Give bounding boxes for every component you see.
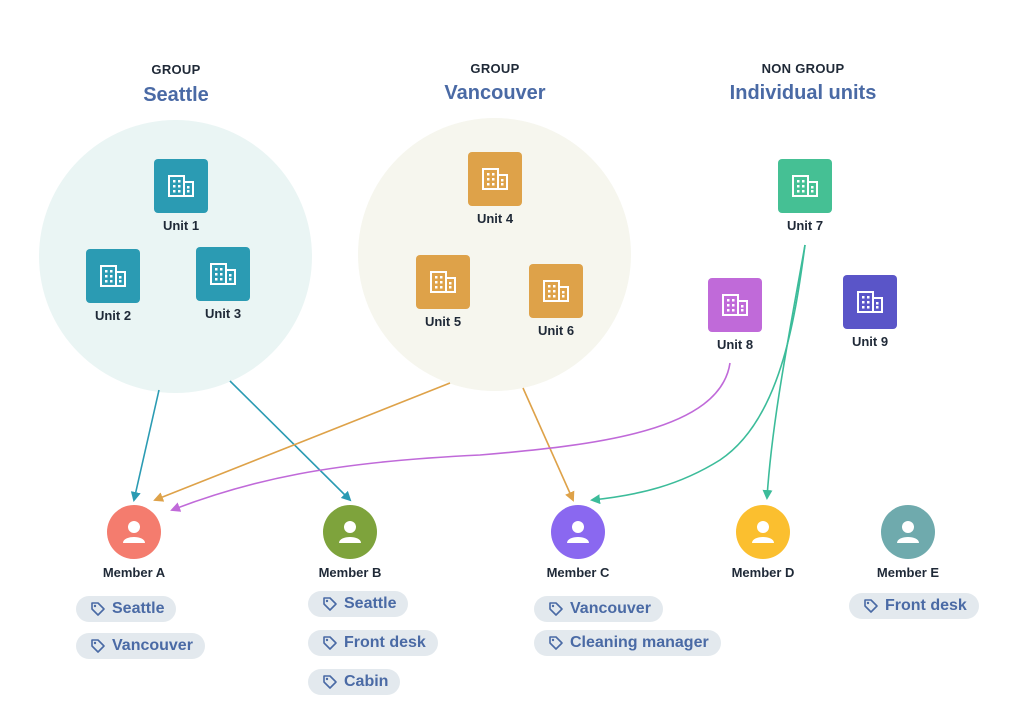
member-e-label: Member E: [876, 565, 940, 580]
tag-label: Vancouver: [112, 637, 193, 654]
member-c-label: Member C: [546, 565, 610, 580]
member-c-avatar[interactable]: [551, 505, 605, 559]
seattle-group-kicker: GROUP: [151, 62, 201, 77]
person-icon: [897, 521, 919, 543]
building-icon: [430, 271, 456, 293]
member-b-tag-cabin[interactable]: Cabin: [308, 669, 401, 695]
unit-6-label: Unit 6: [537, 323, 575, 338]
tag-icon: [864, 599, 878, 613]
member-d-avatar[interactable]: [736, 505, 790, 559]
link-seattle-member-a: [130, 389, 160, 502]
tag-label: Seattle: [344, 595, 397, 612]
unit-4-label: Unit 4: [476, 211, 514, 226]
building-icon: [722, 294, 748, 316]
member-a-label: Member A: [102, 565, 166, 580]
unit-4-icon[interactable]: [468, 152, 522, 206]
vancouver-group-kicker: GROUP: [470, 61, 520, 76]
tag-icon: [323, 636, 337, 650]
tag-label: Cleaning manager: [570, 634, 709, 651]
unit-9-label: Unit 9: [851, 334, 889, 349]
member-c-tag-cleaning-manager[interactable]: Cleaning manager: [534, 630, 721, 656]
person-icon: [339, 521, 361, 543]
unit-9-icon[interactable]: [843, 275, 897, 329]
member-e-tag-front-desk[interactable]: Front desk: [849, 593, 979, 619]
person-icon: [752, 521, 774, 543]
tag-icon: [549, 602, 563, 616]
tag-icon: [91, 639, 105, 653]
unit-3-icon[interactable]: [196, 247, 250, 301]
unit-5-label: Unit 5: [424, 314, 462, 329]
tag-icon: [91, 602, 105, 616]
building-icon: [100, 265, 126, 287]
non-group-kicker: NON GROUP: [761, 61, 845, 76]
building-icon: [857, 291, 883, 313]
building-icon: [792, 175, 818, 197]
non-group-title: Individual units: [729, 82, 877, 104]
link-unit7-member-c: [590, 244, 806, 505]
unit-2-icon[interactable]: [86, 249, 140, 303]
person-icon: [123, 521, 145, 543]
member-a-tag-seattle[interactable]: Seattle: [76, 596, 177, 622]
tag-label: Vancouver: [570, 600, 651, 617]
vancouver-group-title: Vancouver: [444, 82, 546, 104]
link-unit8-member-a: [170, 362, 731, 512]
member-d-label: Member D: [731, 565, 795, 580]
member-b-tag-seattle[interactable]: Seattle: [308, 591, 409, 617]
link-vancouver-member-c: [522, 387, 575, 502]
building-icon: [210, 263, 236, 285]
member-b-avatar[interactable]: [323, 505, 377, 559]
unit-1-icon[interactable]: [154, 159, 208, 213]
tag-icon: [323, 675, 337, 689]
member-a-tag-vancouver[interactable]: Vancouver: [76, 633, 205, 659]
member-b-label: Member B: [318, 565, 382, 580]
unit-8-icon[interactable]: [708, 278, 762, 332]
unit-7-label: Unit 7: [786, 218, 824, 233]
member-a-avatar[interactable]: [107, 505, 161, 559]
unit-7-icon[interactable]: [778, 159, 832, 213]
tag-label: Front desk: [885, 597, 967, 614]
unit-2-label: Unit 2: [94, 308, 132, 323]
unit-1-label: Unit 1: [162, 218, 200, 233]
member-e-avatar[interactable]: [881, 505, 935, 559]
tag-label: Seattle: [112, 600, 165, 617]
member-b-tag-front-desk[interactable]: Front desk: [308, 630, 438, 656]
link-vancouver-member-a: [153, 382, 451, 502]
building-icon: [543, 280, 569, 302]
member-c-tag-vancouver[interactable]: Vancouver: [534, 596, 663, 622]
tag-icon: [323, 597, 337, 611]
unit-8-label: Unit 8: [716, 337, 754, 352]
tag-label: Cabin: [344, 673, 389, 690]
unit-5-icon[interactable]: [416, 255, 470, 309]
seattle-group-title: Seattle: [143, 84, 209, 106]
unit-3-label: Unit 3: [204, 306, 242, 321]
building-icon: [482, 168, 508, 190]
building-icon: [168, 175, 194, 197]
unit-6-icon[interactable]: [529, 264, 583, 318]
link-seattle-member-b: [229, 380, 352, 502]
tag-icon: [549, 636, 563, 650]
link-unit7-member-d: [762, 244, 806, 500]
person-icon: [567, 521, 589, 543]
tag-label: Front desk: [344, 634, 426, 651]
